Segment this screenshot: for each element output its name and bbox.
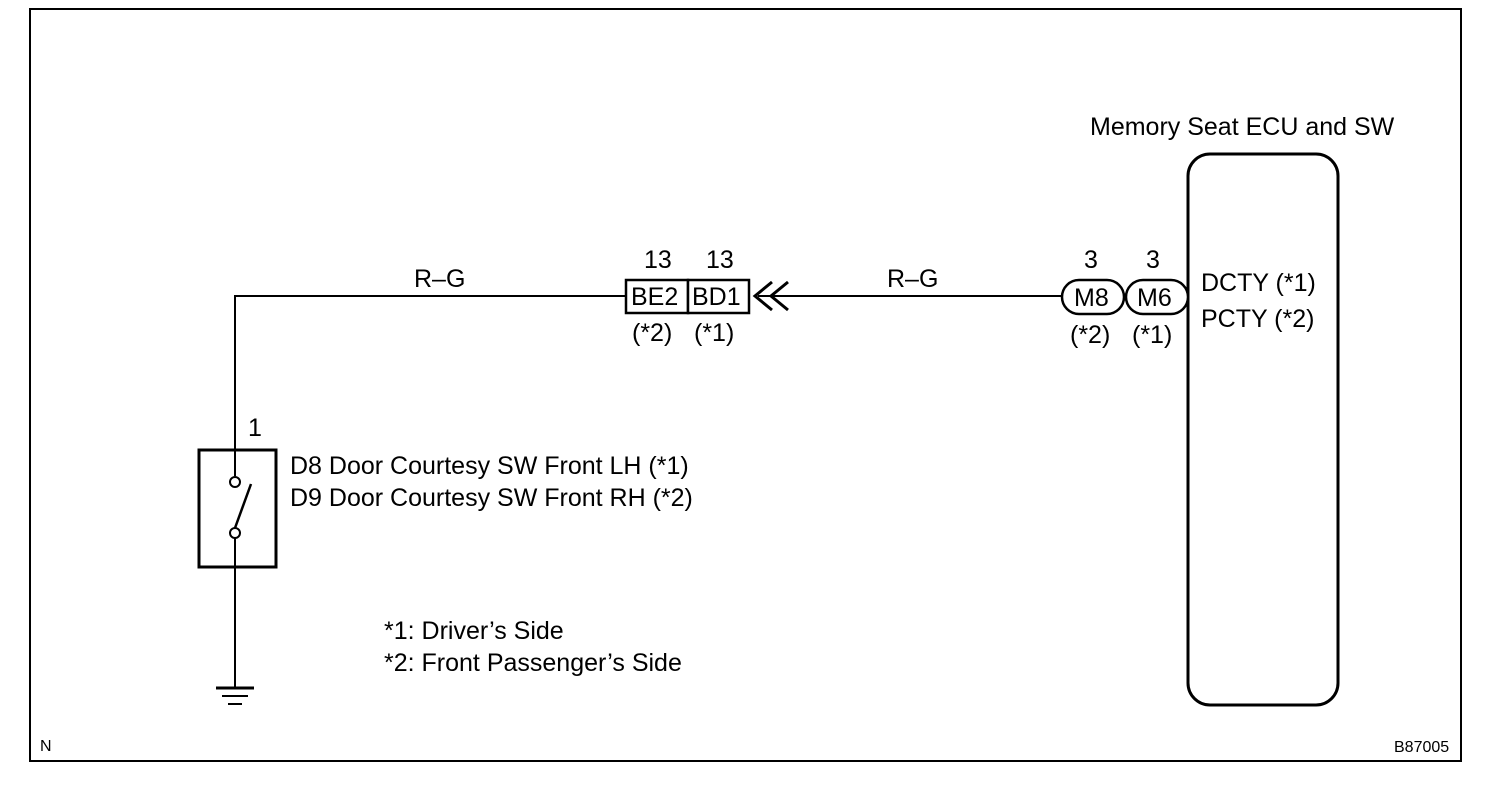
door-switch-symbol-icon <box>229 450 253 567</box>
ecu-terminal-dcty: DCTY (*1) <box>1201 269 1316 297</box>
connector-m6 <box>1124 278 1190 316</box>
ecu-box <box>1186 152 1340 707</box>
memory-seat-ecu: Memory Seat ECU and SW DCTY (*1) PCTY (*… <box>1090 113 1395 707</box>
door-switch: 1 D8 Door Courtesy SW Front LH (*1) D9 D… <box>197 414 693 569</box>
connector-m8-pin: 3 <box>1084 246 1098 274</box>
corner-mark-n: N <box>40 738 52 755</box>
legend: *1: Driver’s Side *2: Front Passenger’s … <box>384 617 682 677</box>
diagram-frame <box>29 8 1462 762</box>
connector-be2-id: BE2 <box>631 283 678 311</box>
connector-m6-pin: 3 <box>1146 246 1160 274</box>
connector-m8-note: (*2) <box>1070 321 1110 349</box>
ecu-terminal-pcty: PCTY (*2) <box>1201 305 1314 333</box>
connector-m8-id: M8 <box>1074 284 1109 312</box>
wire-right-color-label: R–G <box>887 265 938 293</box>
legend-passenger-side: *2: Front Passenger’s Side <box>384 649 682 677</box>
connector-bd1-pin: 13 <box>706 246 734 274</box>
wire-left <box>234 295 626 450</box>
switch-label-rh: D9 Door Courtesy SW Front RH (*2) <box>290 484 693 512</box>
figure-id: B87005 <box>1394 739 1449 756</box>
connector-bd1 <box>686 278 751 315</box>
connector-bd1-note: (*1) <box>694 319 734 347</box>
ecu-connectors: 3 3 M8 M6 (*2) (*1) <box>1060 246 1190 349</box>
connector-be2-note: (*2) <box>632 319 672 347</box>
legend-driver-side: *1: Driver’s Side <box>384 617 564 645</box>
ground-symbol-icon <box>216 567 254 705</box>
switch-label-lh: D8 Door Courtesy SW Front LH (*1) <box>290 452 689 480</box>
connector-bd1-id: BD1 <box>692 283 741 311</box>
connector-m6-note: (*1) <box>1132 321 1172 349</box>
ecu-title: Memory Seat ECU and SW <box>1090 113 1395 141</box>
wire-left-color-label: R–G <box>414 265 465 293</box>
double-arrow-icon <box>752 280 789 312</box>
connector-m6-id: M6 <box>1137 284 1172 312</box>
switch-box <box>197 448 278 569</box>
connector-be2-pin: 13 <box>644 246 672 274</box>
switch-pin: 1 <box>248 414 262 442</box>
connector-be2 <box>624 278 690 315</box>
junction-connector: 13 13 BE2 BD1 (*2) (*1) <box>624 246 789 347</box>
connector-m8 <box>1060 278 1126 316</box>
